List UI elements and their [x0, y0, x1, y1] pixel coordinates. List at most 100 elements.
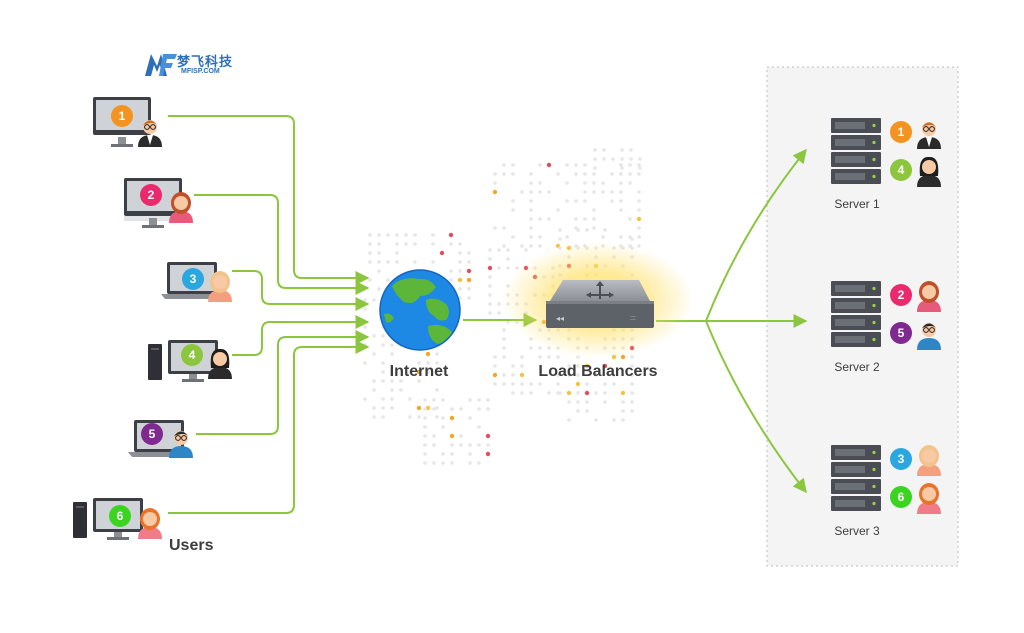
map-dot [592, 208, 596, 212]
map-dot [502, 226, 506, 230]
connection-user-2 [194, 194, 370, 295]
map-dot [612, 382, 616, 386]
map-dot [556, 355, 560, 359]
map-dot [502, 328, 506, 332]
woman-curly-person-icon [917, 281, 941, 312]
map-dot [413, 242, 417, 246]
map-dot [492, 372, 498, 378]
map-dot [529, 346, 533, 350]
man-glasses-person-icon [917, 323, 941, 350]
map-dot [381, 379, 385, 383]
map-dot [620, 157, 624, 161]
map-dot [423, 407, 427, 411]
map-dot [630, 355, 634, 359]
map-dot [423, 425, 427, 429]
user-4-badge [181, 344, 203, 366]
map-dot [567, 373, 571, 377]
map-dot [529, 217, 533, 221]
map-dot [368, 251, 372, 255]
map-dot [426, 361, 430, 365]
map-dot [619, 172, 623, 176]
map-dot [583, 172, 587, 176]
map-dot [488, 311, 492, 315]
map-dot [506, 248, 510, 252]
map-dot [585, 400, 589, 404]
map-dot [441, 425, 445, 429]
map-dot [432, 443, 436, 447]
map-dot [502, 244, 506, 248]
connection-to-server-3 [705, 320, 807, 494]
map-dot [619, 199, 623, 203]
map-dot [497, 248, 501, 252]
map-dot [628, 217, 632, 221]
map-dot [576, 373, 580, 377]
map-dot [381, 370, 385, 374]
map-dot [408, 415, 412, 419]
map-dot [585, 409, 589, 413]
map-dot [390, 352, 394, 356]
svg-text:◂◂: ◂◂ [556, 314, 564, 323]
map-dot [511, 364, 515, 368]
map-dot [441, 452, 445, 456]
map-dot [637, 244, 641, 248]
map-dot [487, 265, 493, 271]
map-dot [381, 361, 385, 365]
map-dot [450, 443, 454, 447]
map-dot [457, 277, 463, 283]
map-dot [574, 217, 578, 221]
connection-user-1 [168, 115, 370, 285]
map-dot [416, 405, 422, 411]
map-dot [556, 382, 560, 386]
map-dot [493, 364, 497, 368]
map-dot [637, 208, 641, 212]
man-glasses-person-icon [169, 431, 193, 458]
connection-lines [168, 115, 808, 514]
map-dot [637, 163, 641, 167]
map-dot [524, 248, 528, 252]
woman-red-person-icon [917, 483, 941, 514]
map-dot [576, 391, 580, 395]
map-dot [592, 172, 596, 176]
map-dot [583, 181, 587, 185]
map-dot [423, 434, 427, 438]
globe-land-india [384, 313, 394, 323]
map-dot [529, 190, 533, 194]
map-dot [435, 388, 439, 392]
map-dot [368, 242, 372, 246]
brand-logo-mark-icon [145, 54, 177, 76]
map-dot [377, 233, 381, 237]
user-1: 1 [93, 97, 162, 147]
map-dot [468, 398, 472, 402]
map-dot [466, 277, 472, 283]
map-dot [574, 163, 578, 167]
map-dot [611, 157, 615, 161]
map-dot [620, 390, 626, 396]
map-dot [519, 372, 525, 378]
map-dot [546, 162, 552, 168]
map-dot [565, 163, 569, 167]
map-dot [381, 406, 385, 410]
map-dot [593, 148, 597, 152]
map-dot [372, 334, 376, 338]
map-dot [576, 409, 580, 413]
map-dot [395, 242, 399, 246]
map-dot [468, 416, 472, 420]
map-dot [583, 163, 587, 167]
map-dot [372, 406, 376, 410]
map-dot [467, 296, 471, 300]
map-dot [488, 248, 492, 252]
map-dot [441, 398, 445, 402]
map-dot [477, 398, 481, 402]
map-dot [511, 391, 515, 395]
map-dot [458, 287, 462, 291]
map-dot [408, 397, 412, 401]
map-dot [529, 199, 533, 203]
woman-curly-person-icon [169, 192, 193, 223]
map-dot [592, 217, 596, 221]
map-dot [493, 226, 497, 230]
map-dot [486, 407, 490, 411]
brand-name-en: MFISP.COM [181, 68, 220, 75]
map-dot [529, 235, 533, 239]
server-rack-icon [831, 118, 881, 184]
map-dot [488, 275, 492, 279]
